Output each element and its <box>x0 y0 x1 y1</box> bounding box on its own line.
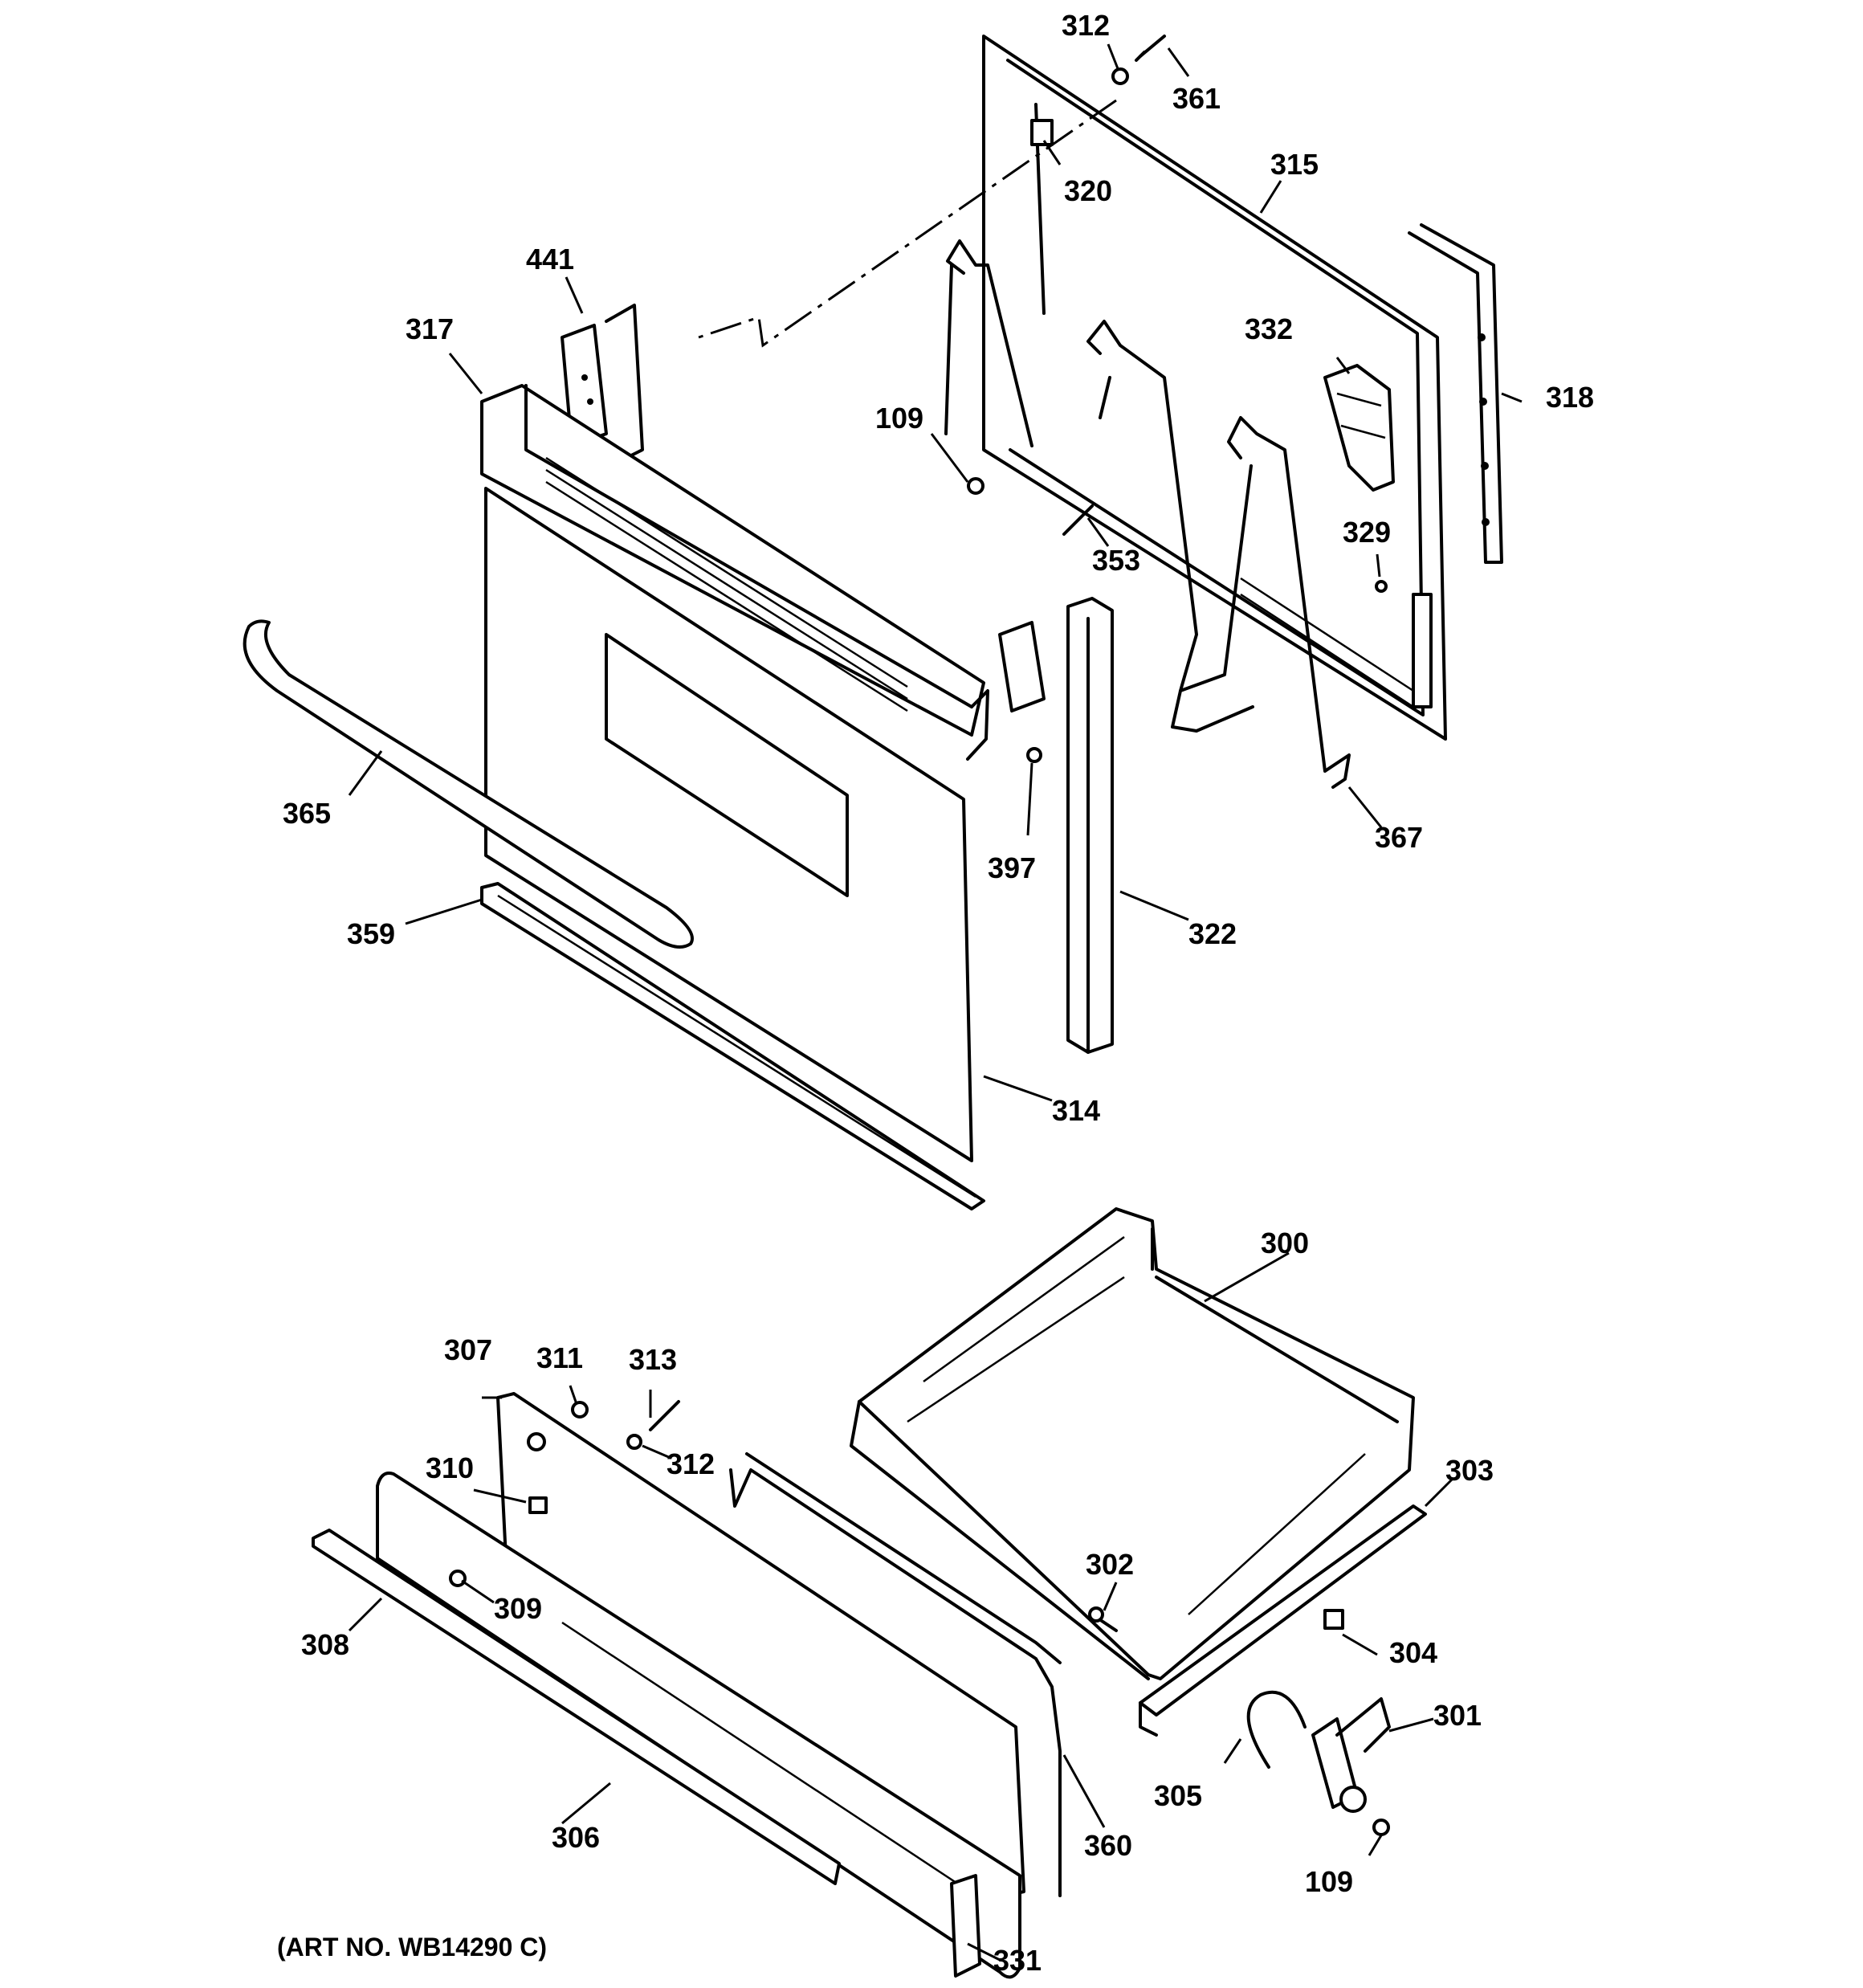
part-label-312: 312 <box>1062 9 1110 42</box>
part-label-305: 305 <box>1154 1779 1202 1812</box>
part-label-361: 361 <box>1172 82 1221 115</box>
part-label-322: 322 <box>1188 917 1237 950</box>
part-label-313: 313 <box>629 1343 677 1376</box>
door-outer-panel-314 <box>484 487 973 1162</box>
vent-trim-317 <box>480 384 989 761</box>
part-label-360: 360 <box>1084 1829 1132 1862</box>
part-label-303: 303 <box>1445 1454 1494 1487</box>
drawer-gasket-360 <box>729 1452 1062 1897</box>
part-label-109: 109 <box>875 402 923 435</box>
wire-frame-367 <box>944 239 1351 789</box>
drawer-fasteners <box>571 1400 680 1450</box>
part-label-304: 304 <box>1389 1636 1437 1669</box>
part-label-315: 315 <box>1270 148 1319 181</box>
part-label-359: 359 <box>347 917 395 950</box>
fasteners-top <box>1030 35 1166 146</box>
part-label-306: 306 <box>552 1821 600 1854</box>
hinge-397 <box>998 621 1046 763</box>
part-label-329: 329 <box>1343 516 1391 549</box>
part-label-301: 301 <box>1433 1699 1482 1732</box>
part-label-302: 302 <box>1086 1548 1134 1581</box>
drawer-box-300 <box>850 1207 1415 1680</box>
part-label-314: 314 <box>1052 1094 1100 1127</box>
alignment-line <box>698 99 1117 348</box>
part-label-311: 311 <box>536 1341 583 1374</box>
part-label-317: 317 <box>406 312 454 345</box>
part-label-310: 310 <box>426 1451 474 1484</box>
art-number-caption: (ART NO. WB14290 C) <box>277 1933 547 1961</box>
part-label-307: 307 <box>444 1333 492 1366</box>
part-label-109: 109 <box>1305 1865 1353 1898</box>
part-label-312: 312 <box>667 1447 715 1480</box>
part-label-308: 308 <box>301 1628 349 1661</box>
side-post-322 <box>1066 597 1114 1054</box>
drawer-rail-303 <box>1139 1504 1427 1737</box>
door-gasket-318 <box>1408 223 1503 564</box>
bottom-trim-359 <box>480 882 985 1210</box>
small-fasteners <box>967 477 1388 593</box>
door-inner-panel-315 <box>982 35 1447 741</box>
part-label-318: 318 <box>1546 381 1594 414</box>
door-handle-365 <box>243 619 694 949</box>
part-label-320: 320 <box>1064 174 1112 207</box>
part-label-397: 397 <box>988 851 1036 884</box>
part-label-332: 332 <box>1245 312 1293 345</box>
part-label-300: 300 <box>1261 1227 1309 1259</box>
drawer-front-306 <box>376 1472 1021 1979</box>
insulation-block-332 <box>1323 364 1395 492</box>
part-label-441: 441 <box>526 243 574 276</box>
leader-lines <box>348 43 1523 1961</box>
part-label-309: 309 <box>494 1592 542 1625</box>
part-label-331: 331 <box>993 1944 1042 1977</box>
part-label-367: 367 <box>1375 821 1423 854</box>
part-label-365: 365 <box>283 797 331 830</box>
drawer-bracket-331 <box>950 1874 981 1978</box>
part-label-353: 353 <box>1092 544 1140 577</box>
drawer-handle-308 <box>312 1529 841 1885</box>
roller-assembly <box>1088 1606 1391 1836</box>
part-number-labels: 312 361 320 315 441 317 332 318 109 353 … <box>283 9 1594 1977</box>
